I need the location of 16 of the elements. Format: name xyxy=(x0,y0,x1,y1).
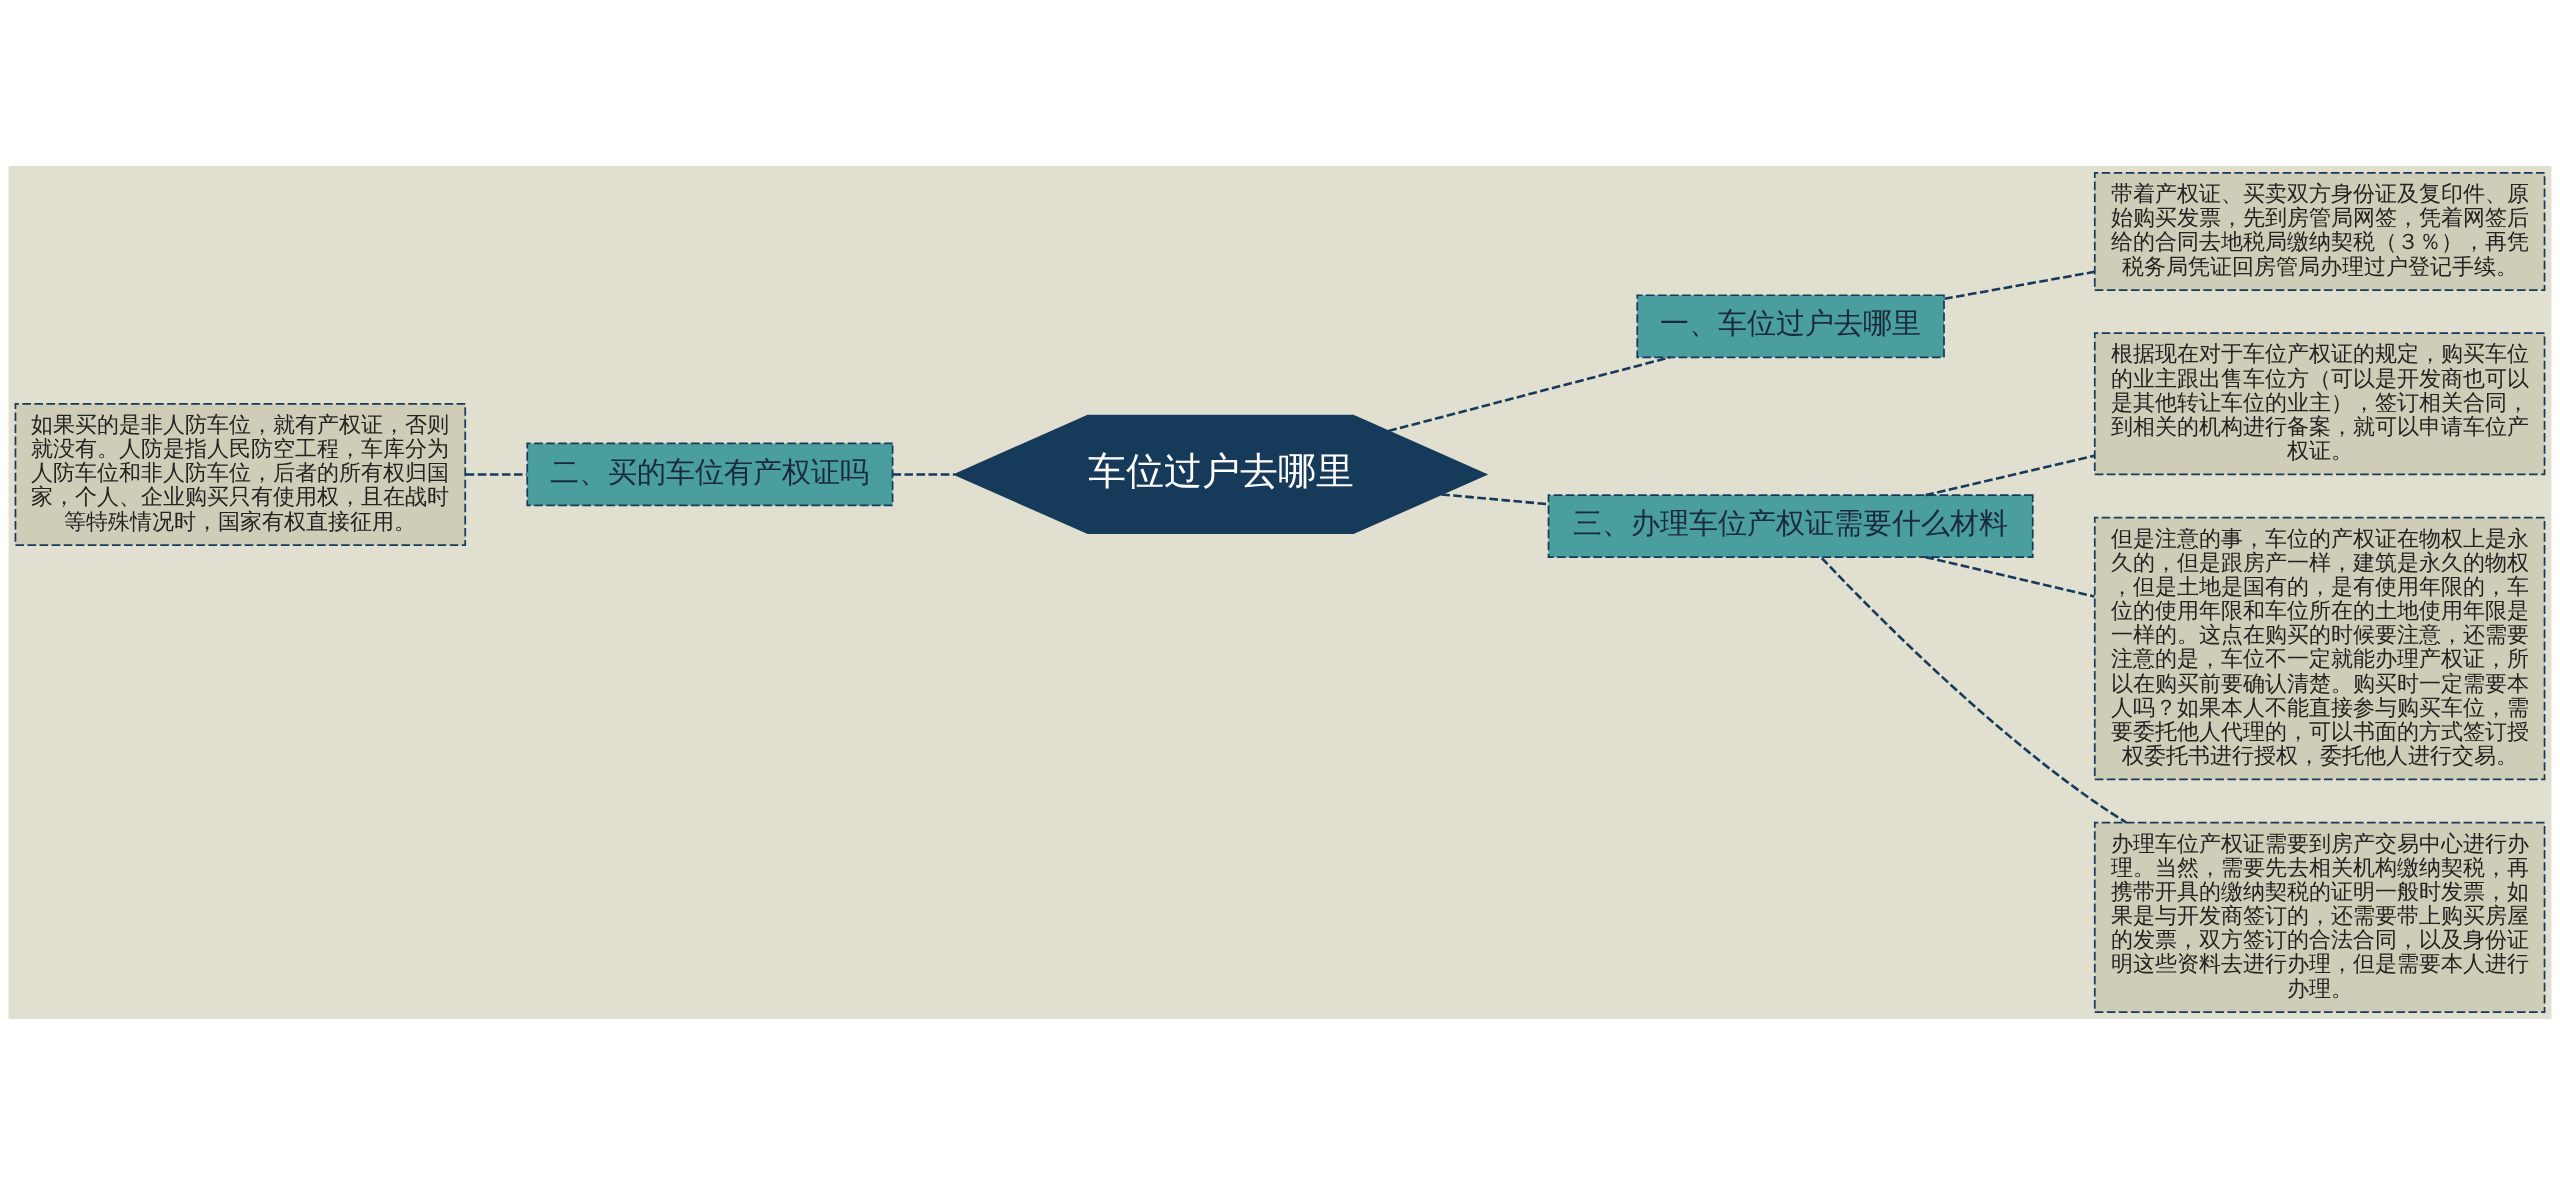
node-box: 三、办理车位产权证需要什么材料 xyxy=(1547,494,2034,559)
connector xyxy=(465,473,527,476)
node-box: 办理车位产权证需要到房产交易中心进行办理。当然，需要先去相关机构缴纳契税，再携带开具的缴纳契税的证明一般时发票，如果是与开发商签订的，还需要带上购买房屋的发票，双方签订的合法合同，以及身份证明这些资料去进行办理，但是需要本人进行办理。 xyxy=(2093,821,2546,1013)
node-box: 一、车位过户去哪里 xyxy=(1636,294,1945,359)
connector xyxy=(1820,557,2127,824)
connector xyxy=(1441,493,1549,506)
connector xyxy=(1944,270,2095,301)
node-box: 二、买的车位有产权证吗 xyxy=(526,442,894,507)
connector xyxy=(1925,555,2095,598)
node-box: 根据现在对于车位产权证的规定，购买车位的业主跟出售车位方（可以是开发商也可以是其他转让车位的业主），签订相关合同，到相关的机构进行备案，就可以申请车位产权证。 xyxy=(2093,332,2546,476)
node-box: 如果买的是非人防车位，就有产权证，否则就没有。人防是指人民防空工程，车库分为人防车位和非人防车位，后者的所有权归国家，个人、企业购买只有使用权，且在战时等特殊情况时，国家有权直接征用。 xyxy=(14,402,467,546)
node-box: 但是注意的事，车位的产权证在物权上是永久的，但是跟房产一样，建筑是永久的物权，但是土地是国有的，是有使用年限的，车位的使用年限和车位所在的土地使用年限是一样的。这点在购买的时候要注意，还需要注意的是，车位不一定就能办理产权证，所以在购买前要确认清楚。购买时一定需要本人吗？如果本人不能直接参与购买车位，需要委托他人代理的，可以书面的方式签订授权委托书进行授权，委托他人进行交易。 xyxy=(2093,516,2546,781)
connector xyxy=(1388,356,1671,433)
connector xyxy=(1925,454,2095,497)
node-box: 带着产权证、买卖双方身份证及复印件、原始购买发票，先到房管局网签，凭着网签后给的合同去地税局缴纳契税（３％），再凭税务局凭证回房管局办理过户登记手续。 xyxy=(2093,172,2546,291)
connector xyxy=(892,473,955,476)
